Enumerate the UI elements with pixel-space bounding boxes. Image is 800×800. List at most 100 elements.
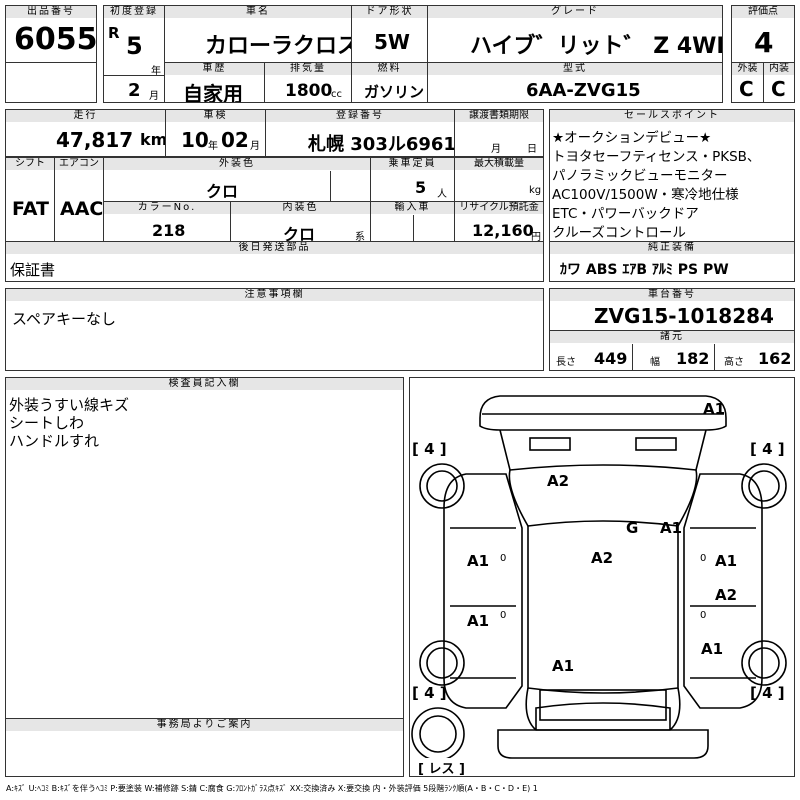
lot-label: 出品番号 bbox=[6, 6, 96, 18]
chassis-cell: 車台番号 ZVG15-1018284 bbox=[549, 288, 795, 331]
grade-cell: グレード ハイブ゛リット゛ Z 4WD bbox=[427, 5, 723, 63]
load-cell: 最大積載量 kg bbox=[454, 157, 544, 202]
transfer-cell: 譲渡書類期限 月 日 bbox=[454, 109, 544, 157]
tire-tread-fr: [ 4 ] bbox=[750, 440, 785, 458]
inspector-line: シートしわ bbox=[9, 414, 85, 432]
exterior-score-cell: 外装 C bbox=[731, 62, 764, 103]
capacity-unit: 人 bbox=[437, 189, 447, 200]
displacement-value: 1800 bbox=[285, 81, 333, 101]
notes-value: スペアキーなし bbox=[12, 310, 116, 328]
registration-label: 登録番号 bbox=[266, 110, 454, 122]
lot-cell: 出品番号 6055 bbox=[5, 5, 97, 63]
model-value: 6AA-ZVG15 bbox=[526, 80, 641, 101]
recycle-cell: リサイクル預託金 12,160 円 bbox=[454, 201, 544, 242]
damage-mark: A1 bbox=[467, 612, 490, 630]
color-no-cell: カラーNo. 218 bbox=[103, 201, 231, 242]
car-outline bbox=[411, 395, 787, 761]
chassis-value: ZVG15-1018284 bbox=[594, 304, 774, 328]
ext-color-value: クロ bbox=[206, 182, 239, 201]
displacement-cell: 排気量 1800 cc bbox=[264, 62, 352, 103]
door-cell: ドア形状 5W bbox=[351, 5, 428, 63]
transfer-month-unit: 月 bbox=[491, 144, 501, 155]
tire-tread-fl: [ 4 ] bbox=[412, 440, 447, 458]
width-label: 幅 bbox=[650, 357, 660, 368]
damage-mark: A1 bbox=[552, 657, 575, 675]
damage-mark: A2 bbox=[715, 586, 738, 604]
sill-zero: 0 bbox=[700, 610, 707, 621]
grade-label: グレード bbox=[428, 6, 722, 18]
dims-label: 諸元 bbox=[550, 331, 794, 343]
int-color-value: クロ bbox=[283, 225, 316, 242]
inspector-cell: 検査員記入欄 外装うすい線キズ シートしわ ハンドルすれ bbox=[5, 377, 404, 719]
later-parts-value: 保証書 bbox=[10, 261, 56, 279]
chassis-label: 車台番号 bbox=[550, 289, 794, 301]
first-reg-month-cell: 2 月 bbox=[103, 75, 165, 103]
score-value: 4 bbox=[754, 26, 774, 59]
recycle-value: 12,160 bbox=[472, 221, 534, 240]
exterior-score-label: 外装 bbox=[732, 63, 763, 75]
sales-line: トヨタセーフティセンス・PKSB、 bbox=[552, 149, 761, 165]
damage-mark: A1 bbox=[715, 552, 738, 570]
shift-value: FAT bbox=[12, 198, 49, 220]
first-reg-month-unit: 月 bbox=[149, 91, 159, 102]
damage-mark: G bbox=[626, 519, 639, 537]
sales-line: クルーズコントロール bbox=[552, 225, 686, 241]
color-no-label: カラーNo. bbox=[104, 202, 230, 214]
equipment-label: 純正装備 bbox=[550, 242, 794, 254]
capacity-cell: 乗車定員 5 人 bbox=[370, 157, 455, 202]
sales-line: パノラミックビューモニター bbox=[552, 168, 728, 184]
inspection-year: 10 bbox=[181, 128, 209, 152]
sales-line: ETC・パワーバックドア bbox=[552, 206, 699, 222]
transfer-day-unit: 日 bbox=[527, 144, 537, 155]
sill-zero: 0 bbox=[500, 553, 507, 564]
shift-label: シフト bbox=[6, 158, 54, 170]
sill-zero: 0 bbox=[700, 553, 707, 564]
int-color-unit: 系 bbox=[355, 232, 365, 242]
shift-cell: シフト FAT bbox=[5, 157, 55, 242]
history-value: 自家用 bbox=[183, 82, 243, 103]
height-value: 162 bbox=[758, 349, 792, 368]
mileage-unit: km bbox=[140, 130, 166, 149]
sales-line: AC100V/1500W・寒冷地仕様 bbox=[552, 187, 739, 203]
mileage-value: 47,817 bbox=[56, 128, 134, 152]
first-reg-cell: 初度登録 R 5 年 bbox=[103, 5, 165, 76]
aircon-value: AAC bbox=[60, 198, 104, 220]
history-label: 車歴 bbox=[165, 63, 264, 75]
inspector-line: ハンドルすれ bbox=[9, 432, 100, 450]
first-reg-month: 2 bbox=[128, 80, 141, 101]
aircon-cell: エアコン AAC bbox=[54, 157, 104, 242]
recycle-unit: 円 bbox=[531, 232, 541, 242]
mileage-cell: 走行 47,817 km bbox=[5, 109, 166, 157]
capacity-value: 5 bbox=[415, 178, 427, 197]
lot-number: 6055 bbox=[14, 22, 97, 57]
length-value: 449 bbox=[594, 349, 628, 368]
damage-diagram: A1 A2 G A1 A2 A1 A1 A1 A2 A1 A1 [ 4 ] [ … bbox=[409, 377, 795, 777]
car-name: カローラクロス bbox=[205, 34, 352, 59]
int-color-cell: 内装色 クロ 系 bbox=[230, 201, 371, 242]
first-reg-label: 初度登録 bbox=[104, 6, 164, 18]
damage-mark: A1 bbox=[703, 400, 726, 418]
office-label: 事務局よりご案内 bbox=[6, 719, 403, 731]
damage-mark: A1 bbox=[660, 519, 683, 537]
first-reg-year-unit: 年 bbox=[151, 66, 161, 76]
sill-zero: 0 bbox=[500, 610, 507, 621]
equipment-cell: 純正装備 ｶワ ABS ｴｱB ｱﾙﾐ PS PW bbox=[549, 241, 795, 282]
damage-mark: A2 bbox=[591, 549, 614, 567]
first-reg-year: 5 bbox=[126, 32, 143, 60]
inspector-line: 外装うすい線キズ bbox=[9, 396, 130, 414]
fuel-label: 燃料 bbox=[352, 63, 427, 75]
load-label: 最大積載量 bbox=[455, 158, 543, 170]
later-parts-label: 後日発送部品 bbox=[6, 242, 543, 254]
model-label: 型式 bbox=[428, 63, 722, 75]
registration-value: 札幌 303ル6961 bbox=[308, 134, 455, 155]
office-cell: 事務局よりご案内 bbox=[5, 718, 404, 777]
capacity-label: 乗車定員 bbox=[371, 158, 454, 170]
registration-cell: 登録番号 札幌 303ル6961 bbox=[265, 109, 455, 157]
damage-mark: A1 bbox=[701, 640, 724, 658]
notes-label: 注意事項欄 bbox=[6, 289, 543, 301]
inspection-label: 車検 bbox=[166, 110, 265, 122]
notes-cell: 注意事項欄 スペアキーなし bbox=[5, 288, 544, 371]
load-unit: kg bbox=[529, 185, 542, 196]
ext-color-label: 外装色 bbox=[104, 158, 370, 170]
fuel-cell: 燃料 ガソリン bbox=[351, 62, 428, 103]
